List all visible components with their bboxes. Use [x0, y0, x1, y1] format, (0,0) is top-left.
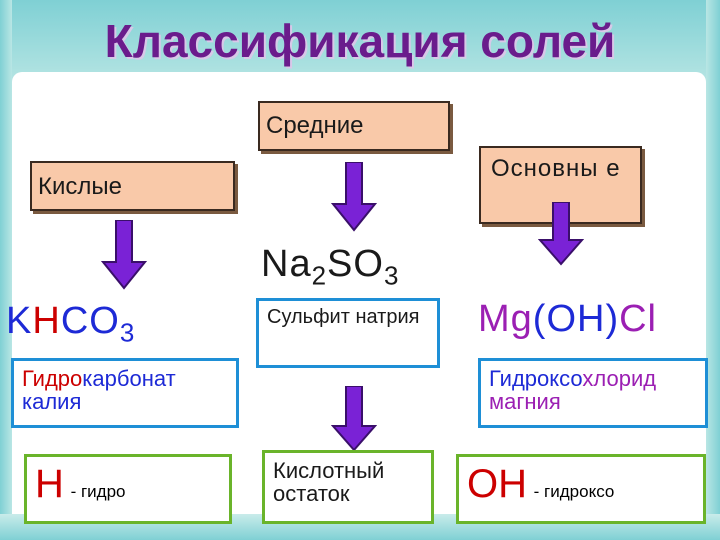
- residue-box: Кислотный остаток: [262, 450, 434, 524]
- formula-basic-part: Cl: [619, 298, 657, 340]
- prefix-basic-symbol: ОН: [467, 462, 527, 506]
- formula-basic: Mg(OH)Cl: [478, 298, 657, 341]
- formula-basic-hydroxo: (OH): [532, 298, 620, 340]
- category-acidic-label: Кислые: [38, 173, 122, 200]
- category-acidic-box: Кислые: [30, 161, 235, 211]
- name-middle-label: Сульфит натрия: [267, 306, 420, 328]
- formula-acidic-part: K: [6, 300, 33, 342]
- name-acidic-prefix: Гидро: [22, 366, 83, 391]
- formula-acidic-subscript: 3: [119, 317, 136, 348]
- formula-middle-subscript: 3: [383, 260, 400, 291]
- category-middle-label: Средние: [266, 112, 364, 139]
- arrow-acidic-down-icon: [101, 220, 147, 290]
- name-acidic-box: Гидрокарбонат калия: [11, 358, 239, 428]
- formula-acidic-hydrogen: H: [32, 300, 61, 342]
- name-acidic-metal: калия: [22, 389, 82, 415]
- formula-acidic: KHCO3: [6, 300, 135, 349]
- prefix-acidic-symbol: Н: [35, 462, 64, 506]
- formula-middle-subscript: 2: [311, 260, 328, 291]
- formula-basic-part: Mg: [478, 298, 533, 340]
- formula-acidic-part: CO: [60, 300, 120, 342]
- decorative-frame-right: [706, 0, 720, 540]
- category-middle-box: Средние: [258, 101, 450, 151]
- residue-label: Кислотный остаток: [273, 458, 385, 507]
- formula-middle-part: Na: [261, 243, 312, 285]
- prefix-basic-text: - гидроксо: [533, 482, 615, 501]
- arrow-basic-down-icon: [538, 202, 584, 266]
- decorative-frame-left: [0, 0, 12, 540]
- prefix-basic-box: ОН - гидроксо: [456, 454, 706, 524]
- page-title: Классификация солей: [104, 15, 616, 67]
- formula-middle-part: SO: [327, 243, 384, 285]
- name-middle-box: Сульфит натрия: [256, 298, 440, 368]
- name-basic-prefix: Гидроксо: [489, 366, 583, 391]
- name-basic-box: Гидроксохлорид магния: [478, 358, 708, 428]
- name-basic-anion: хлорид: [582, 366, 657, 391]
- formula-middle: Na2SO3: [261, 243, 399, 292]
- arrow-residue-down-icon: [331, 386, 377, 452]
- prefix-acidic-box: Н - гидро: [24, 454, 232, 524]
- category-basic-label: Основны е: [491, 155, 621, 182]
- name-basic-metal: магния: [489, 389, 561, 415]
- prefix-acidic-text: - гидро: [70, 482, 126, 501]
- name-acidic-anion: карбонат: [82, 366, 176, 391]
- arrow-middle-down-icon: [331, 162, 377, 232]
